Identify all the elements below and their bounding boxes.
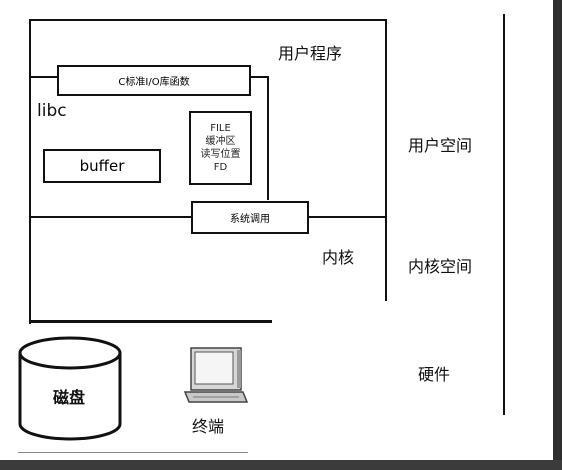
libc-border-top (31, 76, 57, 78)
file-struct-line-2: 缓冲区 (205, 136, 236, 147)
user-program-border-right (385, 19, 387, 301)
disk-icon (18, 336, 122, 441)
syscall-label: 系统调用 (230, 214, 270, 225)
buffer-box: buffer (43, 149, 161, 183)
kernel-label: 内核 (322, 248, 355, 267)
right-edge-strip (553, 0, 562, 470)
libc-label: libc (37, 101, 67, 121)
terminal-icon (183, 347, 249, 403)
file-struct-line-3: 读写位置 (200, 149, 241, 160)
disk-label: 磁盘 (53, 388, 86, 407)
user-program-border-left (29, 19, 31, 324)
file-struct-box: FILE 缓冲区 读写位置 FD (189, 111, 252, 185)
file-struct-line-1: FILE (210, 123, 231, 134)
hardware-label: 硬件 (418, 365, 451, 384)
buffer-label: buffer (79, 157, 125, 175)
diagram-canvas: 用户程序 用户空间 libc C标准I/O库函数 FILE 缓冲区 读写位置 F… (0, 0, 553, 460)
user-program-border-top (29, 19, 387, 21)
bottom-edge-strip (0, 460, 562, 470)
kernel-space-label: 内核空间 (408, 257, 473, 276)
user-space-label: 用户空间 (408, 136, 473, 155)
terminal-label: 终端 (192, 417, 225, 436)
bottom-divider-line (18, 452, 248, 453)
syscall-box: 系统调用 (191, 201, 309, 234)
user-program-label: 用户程序 (278, 44, 343, 63)
libc-border-right (267, 76, 269, 200)
stdio-library-label: C标准I/O库函数 (118, 77, 190, 88)
libc-border-top-right (250, 76, 269, 78)
file-struct-line-4: FD (213, 162, 228, 173)
hardware-boundary-line (29, 320, 272, 323)
stdio-library-box: C标准I/O库函数 (57, 65, 251, 96)
space-separator-line (503, 14, 505, 415)
